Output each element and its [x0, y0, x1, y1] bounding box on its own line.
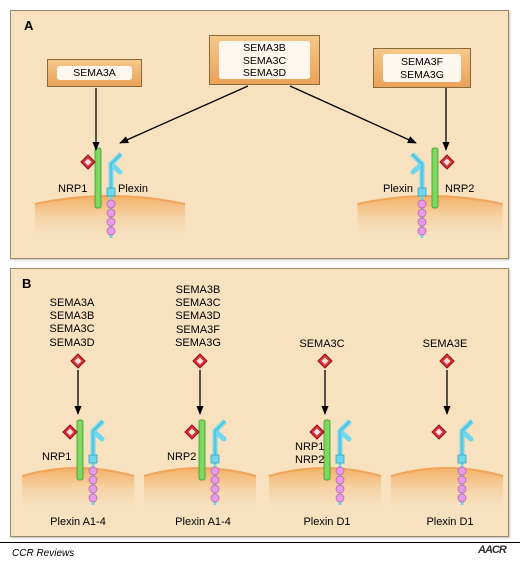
panel-a-plexin-right-tm — [417, 187, 427, 197]
panel-a-nrp2 — [431, 147, 439, 209]
panel-b-col1-plexin-domain-2 — [88, 475, 98, 485]
sema3a-box-label: SEMA3A — [73, 67, 116, 79]
panel-b-col1-plexin-arm2 — [90, 428, 105, 442]
panel-a-plexin-right-domain-2 — [417, 208, 427, 218]
panel-b-col3-bound-sema-core — [313, 428, 321, 436]
panel-b-col3-plexin-domain-4 — [335, 493, 345, 503]
panel-b-col4-ligand-core — [443, 357, 451, 365]
panel-b-col1-bound-sema-core — [66, 428, 74, 436]
panel-b-col3-plexin-outline — [339, 420, 351, 455]
panel-a-plexin-right-outline — [411, 153, 423, 188]
panel-b-col1-receptor: Plexin A1-4 — [50, 516, 106, 528]
panel-b-col1-coreceptor: NRP1 — [42, 451, 72, 463]
panel-b-col4-plexin-domain-2 — [457, 475, 467, 485]
panel-a-plexin-left-label: Plexin — [118, 183, 148, 195]
footer-rule — [0, 542, 520, 543]
panel-a-plexin-right-domain-1 — [417, 199, 427, 209]
arrow-center-right — [289, 85, 417, 144]
panel-b-col2-coreceptor: NRP2 — [167, 451, 197, 463]
panel-b-col2-plexin-outline — [214, 420, 226, 455]
panel-b-col2-plexin-domain-3 — [210, 484, 220, 494]
panel-b-col4-membrane — [391, 468, 503, 506]
aacr-logo: AACR — [478, 544, 507, 556]
panel-a-plexin-left-domain-2 — [106, 208, 116, 218]
panel-b-col4-bound-sema-core — [435, 428, 443, 436]
panel-b-col4-plexin-outline — [461, 420, 473, 455]
panel-b-col2-plexin-tm — [210, 454, 220, 464]
panel-b-col3-ligand-core — [321, 357, 329, 365]
panel-b-col3-coreceptor: NRP1 NRP2 — [295, 441, 325, 466]
panel-a-plexin-left-outline — [110, 153, 122, 188]
panel-b-col2-membrane — [144, 468, 256, 506]
panel-b-col2-plexin-domain-1 — [210, 466, 220, 476]
panel-a-plexin-left-domain-1 — [106, 199, 116, 209]
sema3bcd-box-label: SEMA3B SEMA3C SEMA3D — [242, 42, 287, 79]
panel-b-col4-plexin-domain-3 — [457, 484, 467, 494]
panel-a-sema-left-core — [84, 158, 92, 166]
panel-a-plexin-left-domain-3 — [106, 217, 116, 227]
arrow-center-left — [119, 85, 249, 144]
sema3fg-box-label: SEMA3F SEMA3G — [400, 56, 444, 81]
panel-b-col3-plexin-domain-2 — [335, 475, 345, 485]
panel-b-col1-plexin-domain-1 — [88, 466, 98, 476]
sema3a-box: SEMA3A — [47, 59, 142, 87]
panel-b-col1-plexin-outline — [92, 420, 104, 455]
panel-a-plexin-left-tm — [106, 187, 116, 197]
panel-b-col3-plexin-domain-1 — [335, 466, 345, 476]
panel-a-sema-right-core — [443, 158, 451, 166]
panel-b-col3-receptor: Plexin D1 — [303, 516, 351, 528]
panel-a-plexin-left-arm2 — [108, 161, 123, 175]
panel-b-col4-membrane-edge — [390, 467, 504, 477]
panel-b-col4-plexin-tm — [457, 454, 467, 464]
panel-b-col3-plexin-tm — [335, 454, 345, 464]
panel-b-col3-plexin-domain-3 — [335, 484, 345, 494]
panel-b-col1-plexin-tm — [88, 454, 98, 464]
panel-b-label: B — [22, 276, 32, 291]
panel-a-nrp1 — [94, 147, 102, 209]
panel-a-nrp1-label: NRP1 — [58, 183, 88, 195]
panel-b-col3-plexin-arm2 — [337, 428, 352, 442]
panel-b-col1-ligands: SEMA3A SEMA3B SEMA3C SEMA3D — [49, 297, 95, 349]
panel-a-plexin-right-label: Plexin — [383, 183, 413, 195]
panel-b-col2-plexin-domain-4 — [210, 493, 220, 503]
panel-b-col2-ligand-core — [196, 357, 204, 365]
panel-b-col1-membrane — [22, 468, 134, 506]
panel-b-col3-ligands: SEMA3C — [299, 338, 345, 350]
panel-a-label: A — [24, 18, 34, 33]
panel-b-col2-bound-sema-core — [188, 428, 196, 436]
panel-b-col4-plexin-domain-1 — [457, 466, 467, 476]
panel-b-col1-plexin-domain-3 — [88, 484, 98, 494]
panel-b-col1-nrp — [76, 419, 84, 481]
panel-b-col2-plexin-arm2 — [212, 428, 227, 442]
panel-b-col3-membrane — [269, 468, 381, 506]
panel-b-col4-receptor: Plexin D1 — [426, 516, 474, 528]
panel-a-nrp2-label: NRP2 — [445, 183, 475, 195]
panel-b-col4-ligands: SEMA3E — [422, 338, 468, 350]
sema3bcd-box: SEMA3B SEMA3C SEMA3D — [209, 35, 320, 85]
footer-source: CCR Reviews — [12, 548, 75, 559]
panel-a-right-membrane-edge — [357, 195, 503, 205]
panel-b-col4-plexin-arm2 — [459, 428, 474, 442]
panel-a-plexin-right-domain-4 — [417, 226, 427, 236]
panel-b-col4-plexin-domain-4 — [457, 493, 467, 503]
panel-b-col2-ligands: SEMA3B SEMA3C SEMA3D SEMA3F SEMA3G — [175, 284, 221, 349]
panel-a-right-membrane — [357, 196, 503, 234]
panel-b-col2-receptor: Plexin A1-4 — [175, 516, 231, 528]
panel-a-plexin-right-domain-3 — [417, 217, 427, 227]
panel-b-col1-ligand-core — [74, 357, 82, 365]
panel-a-plexin-left-domain-4 — [106, 226, 116, 236]
panel-a-plexin-right-arm2 — [410, 161, 425, 175]
panel-b-col3-nrp — [323, 419, 331, 481]
panel-b-col1-plexin-domain-4 — [88, 493, 98, 503]
panel-b-col2-nrp — [198, 419, 206, 481]
sema3fg-box: SEMA3F SEMA3G — [373, 48, 471, 88]
panel-b-col2-plexin-domain-2 — [210, 475, 220, 485]
